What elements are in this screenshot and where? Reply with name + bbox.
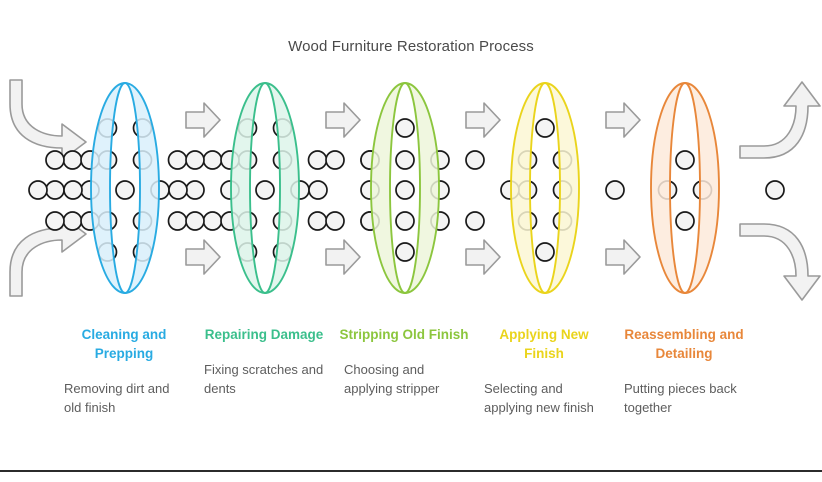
process-node [307,211,328,231]
process-node [45,150,65,170]
ring-inner-edge [669,82,701,294]
stage-ring-5 [650,82,720,294]
process-node [167,211,188,231]
process-node [255,180,275,200]
stage-title-4: Applying New Finish [499,327,589,361]
process-node [168,180,188,200]
ring-band [371,83,439,293]
outflow-bottom-curved-arrow [739,223,821,301]
step-arrow-3 [465,239,501,275]
ring-band [231,83,299,293]
ring-band [91,83,159,293]
process-node [535,242,555,262]
ring-inner-edge [529,82,561,294]
process-node [605,180,625,200]
step-arrow-4 [605,102,641,138]
process-node [395,150,415,170]
stage-ring-4 [510,82,580,294]
process-node [115,180,135,200]
process-node [185,211,205,231]
bottom-rule [0,470,822,472]
process-node [395,180,415,200]
process-node [395,242,415,262]
process-node [62,150,83,170]
process-node [465,150,485,170]
ring-band [651,83,719,293]
stage-description-1: Removing dirt and old finish [64,381,170,415]
process-node [308,180,328,200]
step-arrow-2 [325,239,361,275]
step-arrow-3 [465,102,501,138]
stage-title-1: Cleaning and Prepping [81,327,167,361]
stage-title-2: Repairing Damage [204,327,324,342]
stage-ring-2 [230,82,300,294]
step-arrow-1 [185,239,221,275]
process-node [45,180,65,200]
stage-description-4: Selecting and applying new finish [484,381,594,415]
stage-title-5: Reassembling and Detailing [624,327,744,361]
process-node [395,211,415,231]
process-node [675,150,695,170]
inflow-top-curved-arrow [9,79,87,161]
process-node [202,211,223,231]
process-node [765,180,785,200]
stage-description-2: Fixing scratches and dents [204,362,324,396]
stage-description-3: Choosing and applying stripper [344,362,440,396]
outflow-top-curved-arrow [739,81,821,159]
step-arrow-2 [325,102,361,138]
stage-ring-1 [90,82,160,294]
process-node [185,180,205,200]
process-node [167,150,188,170]
process-node [63,180,83,200]
process-node [185,150,205,170]
process-node [202,150,223,170]
ring-inner-edge [249,82,281,294]
process-node [535,118,555,138]
ring-band [511,83,579,293]
process-node [307,150,328,170]
ring-inner-edge [389,82,421,294]
process-node [45,211,65,231]
ring-inner-edge [109,82,141,294]
process-node [28,180,48,200]
stage-ring-3 [370,82,440,294]
process-node [465,211,485,231]
step-arrow-4 [605,239,641,275]
process-node [675,211,695,231]
process-node [395,118,415,138]
page-title: Wood Furniture Restoration Process [288,38,534,55]
process-node [62,211,83,231]
process-node [325,150,345,170]
stage-title-3: Stripping Old Finish [339,327,469,342]
process-node [325,211,345,231]
stage-description-5: Putting pieces back together [624,381,737,415]
step-arrow-1 [185,102,221,138]
